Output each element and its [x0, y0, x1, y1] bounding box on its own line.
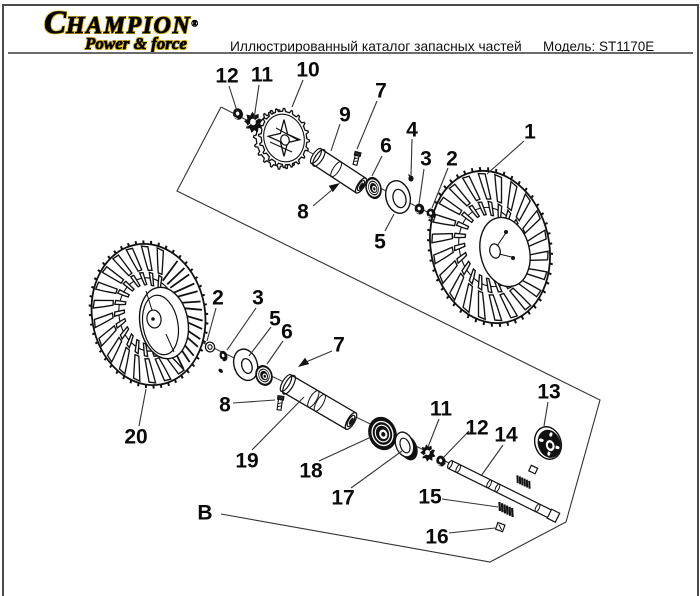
- svg-text:20: 20: [124, 426, 147, 449]
- svg-text:15: 15: [418, 486, 442, 509]
- svg-text:17: 17: [331, 487, 354, 510]
- svg-text:11: 11: [251, 64, 274, 87]
- svg-text:7: 7: [375, 80, 387, 103]
- svg-text:4: 4: [406, 119, 418, 142]
- svg-text:7: 7: [333, 334, 345, 357]
- svg-text:11: 11: [430, 398, 453, 421]
- svg-text:5: 5: [269, 308, 281, 331]
- svg-text:2: 2: [212, 287, 224, 310]
- svg-text:B: B: [197, 502, 212, 525]
- svg-text:12: 12: [215, 65, 238, 88]
- svg-text:2: 2: [446, 148, 458, 171]
- svg-text:3: 3: [252, 287, 264, 310]
- svg-text:10: 10: [296, 59, 319, 82]
- svg-text:6: 6: [380, 135, 392, 158]
- svg-text:13: 13: [537, 381, 560, 404]
- svg-text:8: 8: [297, 201, 309, 224]
- svg-text:6: 6: [281, 321, 293, 344]
- svg-text:5: 5: [374, 231, 386, 254]
- svg-text:18: 18: [299, 460, 323, 483]
- svg-text:19: 19: [235, 450, 258, 473]
- svg-text:8: 8: [219, 394, 231, 417]
- svg-text:12: 12: [465, 417, 488, 440]
- svg-text:14: 14: [494, 424, 518, 447]
- svg-text:1: 1: [524, 121, 536, 144]
- svg-text:3: 3: [420, 148, 432, 171]
- svg-text:9: 9: [339, 104, 351, 127]
- svg-text:16: 16: [425, 526, 448, 549]
